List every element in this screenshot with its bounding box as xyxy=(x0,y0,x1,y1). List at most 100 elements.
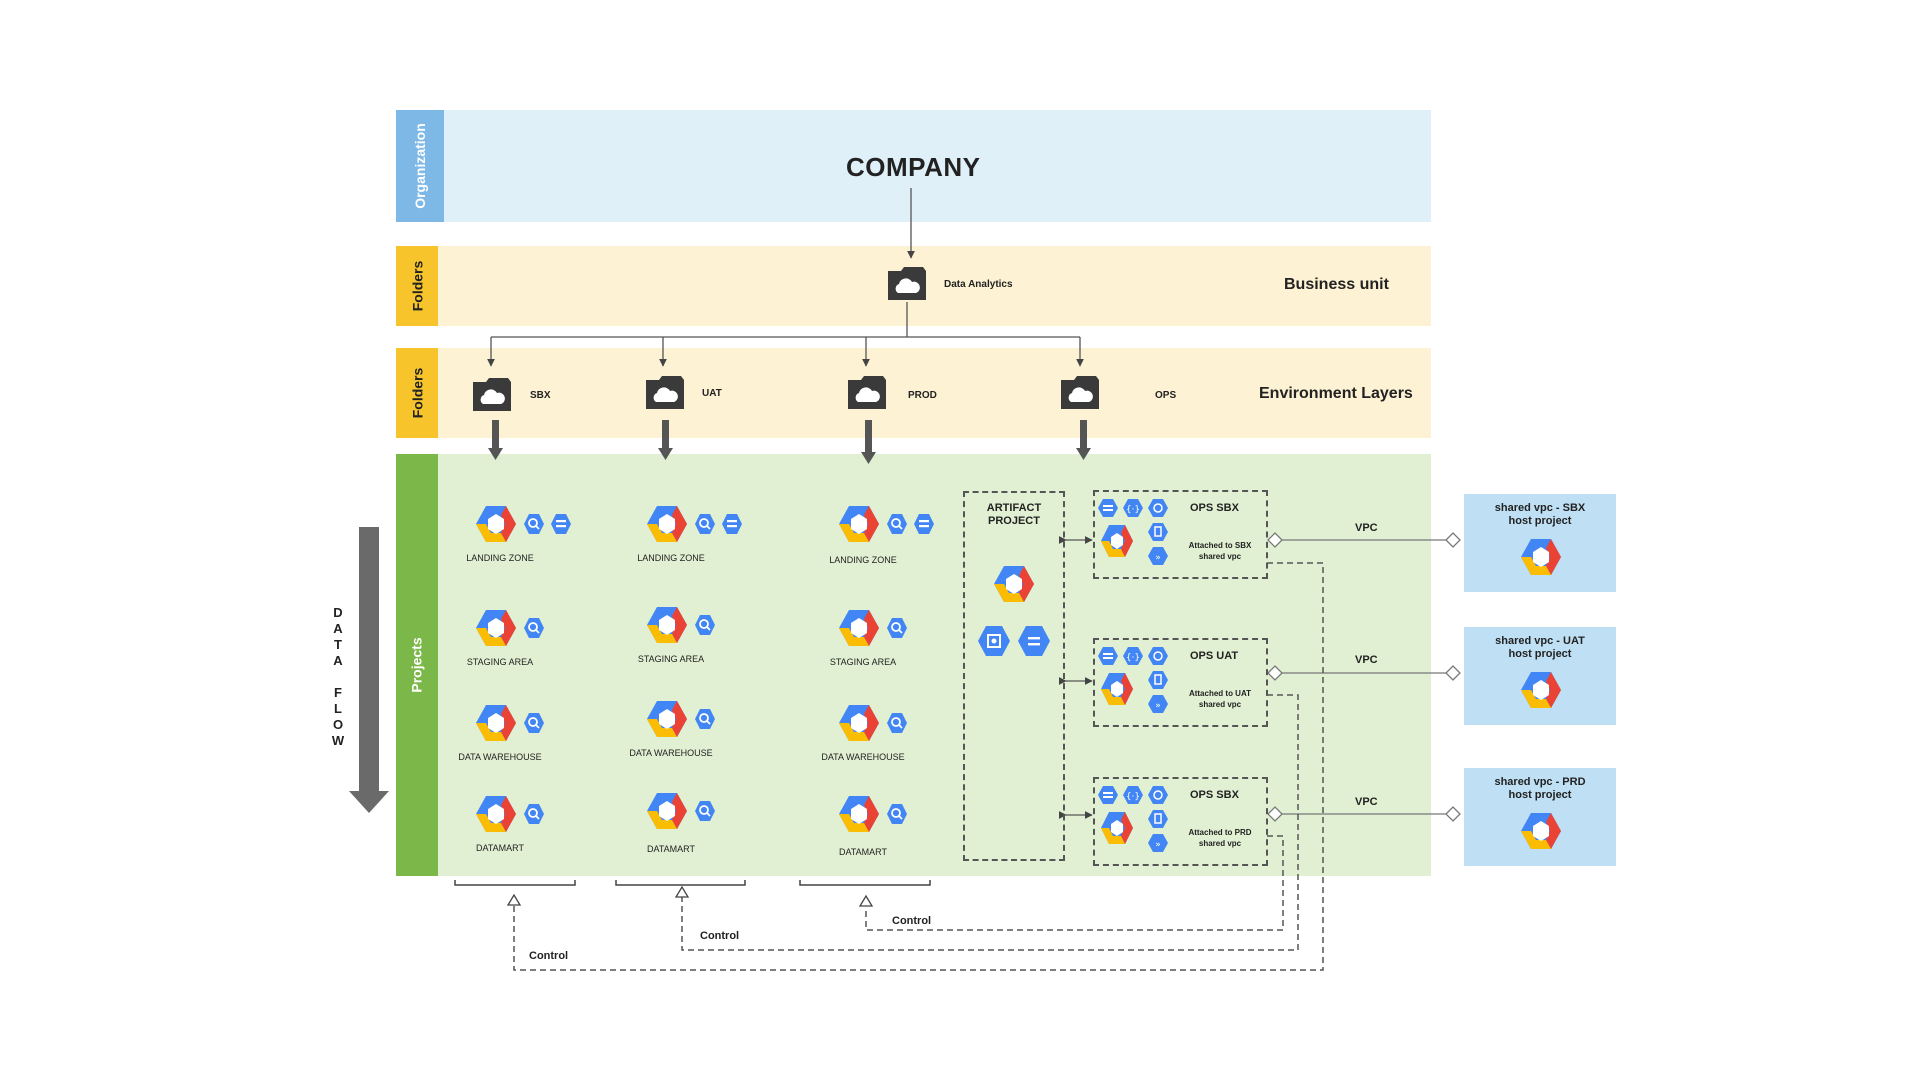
sbx-data-warehouse-project[interactable]: DATA WAREHOUSE xyxy=(458,704,585,764)
ops-prd-box[interactable] xyxy=(1093,777,1268,866)
svg-text:»: » xyxy=(1155,553,1161,563)
gcp-project-icon xyxy=(476,796,544,832)
folder-icon-uat[interactable] xyxy=(643,374,687,411)
data-flow-letter: W xyxy=(331,733,345,748)
uat-datamart-project[interactable]: DATAMART xyxy=(646,792,756,854)
gcp-project-icon xyxy=(839,506,934,542)
ops-services-icons: {·} » xyxy=(1098,784,1178,865)
data-flow-letter: L xyxy=(334,701,342,716)
folder-label-prod: PROD xyxy=(908,390,937,401)
project-label: STAGING AREA xyxy=(829,657,897,667)
data-flow-letter: O xyxy=(332,717,344,732)
sbx-datamart-project[interactable]: DATAMART xyxy=(475,795,585,855)
host-project-label: shared vpc - SBX host project xyxy=(1494,502,1586,527)
ops-box-title: OPS SBX xyxy=(1190,789,1239,801)
vpc-label: VPC xyxy=(1355,796,1378,808)
vpc-label: VPC xyxy=(1355,522,1378,534)
ops-box-title: OPS UAT xyxy=(1190,650,1239,662)
host-project-prd[interactable]: shared vpc - PRD host project xyxy=(1464,768,1616,866)
data-flow-letter: F xyxy=(334,685,342,700)
gcp-project-icon xyxy=(476,506,571,542)
uat-data-warehouse-project[interactable]: DATA WAREHOUSE xyxy=(629,700,756,760)
gcp-project-icon xyxy=(476,610,544,646)
ops-box-attached: Attached to UAT shared vpc xyxy=(1188,689,1252,709)
artifact-project-icon xyxy=(993,565,1037,610)
data-flow-letter xyxy=(330,669,346,685)
gcp-project-icon xyxy=(476,705,544,741)
host-project-uat[interactable]: shared vpc - UAT host project xyxy=(1464,627,1616,725)
project-label: LANDING ZONE xyxy=(829,555,897,565)
folder-label-ops: OPS xyxy=(1155,390,1177,401)
environment-layers-title: Environment Layers xyxy=(1259,385,1413,402)
artifact-project-box[interactable] xyxy=(963,491,1065,861)
project-label: DATA WAREHOUSE xyxy=(629,748,713,758)
project-label: DATAMART xyxy=(475,843,524,853)
gcp-project-icon xyxy=(647,506,742,542)
prod-staging-area-project[interactable]: STAGING AREA xyxy=(830,609,948,669)
project-label: STAGING AREA xyxy=(637,654,705,664)
gcp-project-icon xyxy=(647,701,715,737)
company-title: COMPANY xyxy=(846,152,981,182)
uat-staging-area-project[interactable]: STAGING AREA xyxy=(638,606,756,666)
environment-side-label: Folders xyxy=(396,348,438,438)
project-label: LANDING ZONE xyxy=(466,553,534,563)
folder-label-uat: UAT xyxy=(702,388,722,399)
svg-text:»: » xyxy=(1155,701,1161,711)
project-label: DATAMART xyxy=(838,847,887,857)
gcp-project-icon xyxy=(647,793,715,829)
data-flow-label: D A T A F L O W xyxy=(330,605,346,749)
business-unit-title: Business unit xyxy=(1284,276,1389,293)
ops-box-title: OPS SBX xyxy=(1190,502,1239,514)
prod-landing-zone-project[interactable]: LANDING ZONE xyxy=(829,505,948,565)
vpc-label: VPC xyxy=(1355,654,1378,666)
host-project-label: shared vpc - UAT host project xyxy=(1495,635,1585,660)
business-side-label: Folders xyxy=(396,246,438,326)
gcp-project-icon xyxy=(839,796,907,832)
ops-uat-box[interactable] xyxy=(1093,638,1268,727)
host-project-sbx[interactable]: shared vpc - SBX host project xyxy=(1464,494,1616,592)
svg-text:{·}: {·} xyxy=(1126,505,1140,515)
host-project-label: shared vpc - PRD host project xyxy=(1494,776,1586,801)
prod-datamart-project[interactable]: DATAMART xyxy=(838,795,948,857)
artifact-project-title: ARTIFACT PROJECT xyxy=(986,502,1042,527)
data-flow-letter: D xyxy=(333,605,343,620)
sbx-staging-area-project[interactable]: STAGING AREA xyxy=(467,609,585,669)
control-label-prod: Control xyxy=(892,915,932,927)
data-flow-letter: A xyxy=(333,621,343,636)
data-analytics-folder-icon[interactable] xyxy=(885,265,929,302)
folder-icon-ops[interactable] xyxy=(1058,374,1102,411)
gcp-project-icon xyxy=(1521,672,1561,708)
control-label-sbx: Control xyxy=(529,950,569,962)
projects-side-label: Projects xyxy=(396,454,438,876)
ops-box-attached: Attached to PRD shared vpc xyxy=(1188,828,1252,848)
svg-text:»: » xyxy=(1155,840,1161,850)
folder-icon-prod[interactable] xyxy=(845,374,889,411)
artifact-registry-icon xyxy=(977,625,1011,662)
project-label: LANDING ZONE xyxy=(637,553,705,563)
sbx-landing-zone-project[interactable]: LANDING ZONE xyxy=(466,505,585,565)
artifact-storage-icon xyxy=(1017,625,1051,662)
gcp-project-icon xyxy=(647,607,715,643)
environment-band xyxy=(396,348,1431,438)
svg-text:{·}: {·} xyxy=(1126,653,1140,663)
data-analytics-label: Data Analytics xyxy=(944,279,1013,290)
folder-icon-sbx[interactable] xyxy=(470,376,514,413)
project-label: DATAMART xyxy=(646,844,695,854)
project-label: DATA WAREHOUSE xyxy=(821,752,905,762)
ops-services-icons: {·} » xyxy=(1098,497,1178,578)
gcp-project-icon xyxy=(1521,813,1561,849)
organization-side-label: Organization xyxy=(396,110,444,222)
gcp-project-icon xyxy=(1521,539,1561,575)
data-flow-letter: T xyxy=(334,637,342,652)
gcp-project-icon xyxy=(839,610,907,646)
project-label: STAGING AREA xyxy=(466,657,534,667)
data-flow-letter: A xyxy=(333,653,343,668)
gcp-project-icon xyxy=(839,705,907,741)
project-label: DATA WAREHOUSE xyxy=(458,752,542,762)
ops-sbx-box[interactable] xyxy=(1093,490,1268,579)
uat-landing-zone-project[interactable]: LANDING ZONE xyxy=(637,505,756,565)
organization-band xyxy=(396,110,1431,222)
folder-label-sbx: SBX xyxy=(530,390,551,401)
prod-data-warehouse-project[interactable]: DATA WAREHOUSE xyxy=(821,704,948,764)
